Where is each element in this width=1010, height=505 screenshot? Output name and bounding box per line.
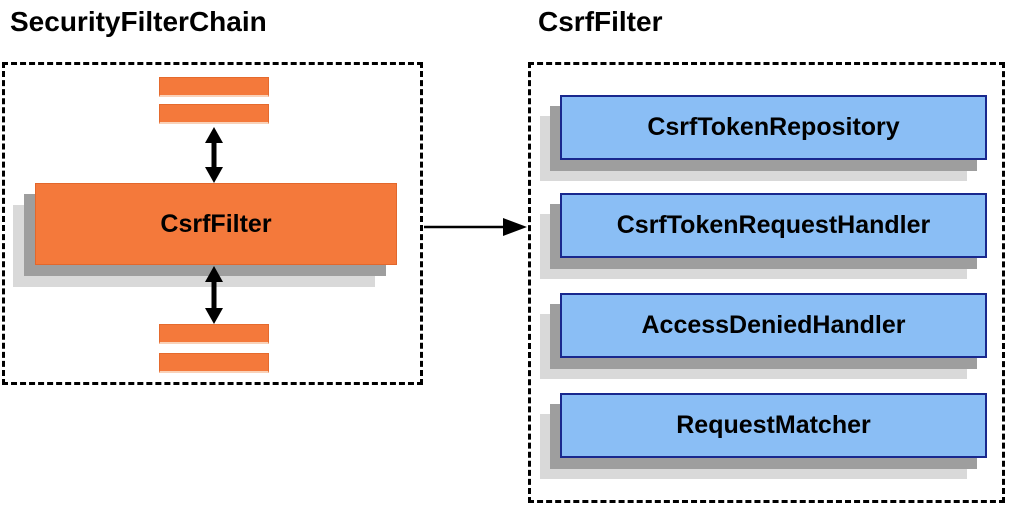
filter-placeholder-bar	[159, 324, 269, 344]
component-box-csrf-token-request-handler: CsrfTokenRequestHandler	[560, 193, 987, 258]
csrf-filter-components-container	[528, 62, 1005, 503]
component-label: CsrfTokenRepository	[647, 113, 900, 141]
component-box-request-matcher: RequestMatcher	[560, 393, 987, 458]
csrf-filter-box-label: CsrfFilter	[160, 209, 272, 238]
filter-placeholder-bar	[159, 353, 269, 373]
component-label: RequestMatcher	[676, 411, 871, 439]
component-box-access-denied-handler: AccessDeniedHandler	[560, 293, 987, 358]
component-label: CsrfTokenRequestHandler	[616, 211, 931, 239]
filter-placeholder-bar	[159, 77, 269, 97]
security-filter-chain-title: SecurityFilterChain	[10, 6, 267, 37]
csrf-filter-panel-title: CsrfFilter	[538, 6, 663, 37]
right-arrow-icon	[503, 218, 527, 236]
component-label: AccessDeniedHandler	[641, 311, 906, 339]
security-filter-chain-container	[2, 62, 423, 385]
csrf-filter-box: CsrfFilter	[35, 183, 397, 265]
component-box-csrf-token-repository: CsrfTokenRepository	[560, 95, 987, 160]
filter-placeholder-bar	[159, 104, 269, 124]
